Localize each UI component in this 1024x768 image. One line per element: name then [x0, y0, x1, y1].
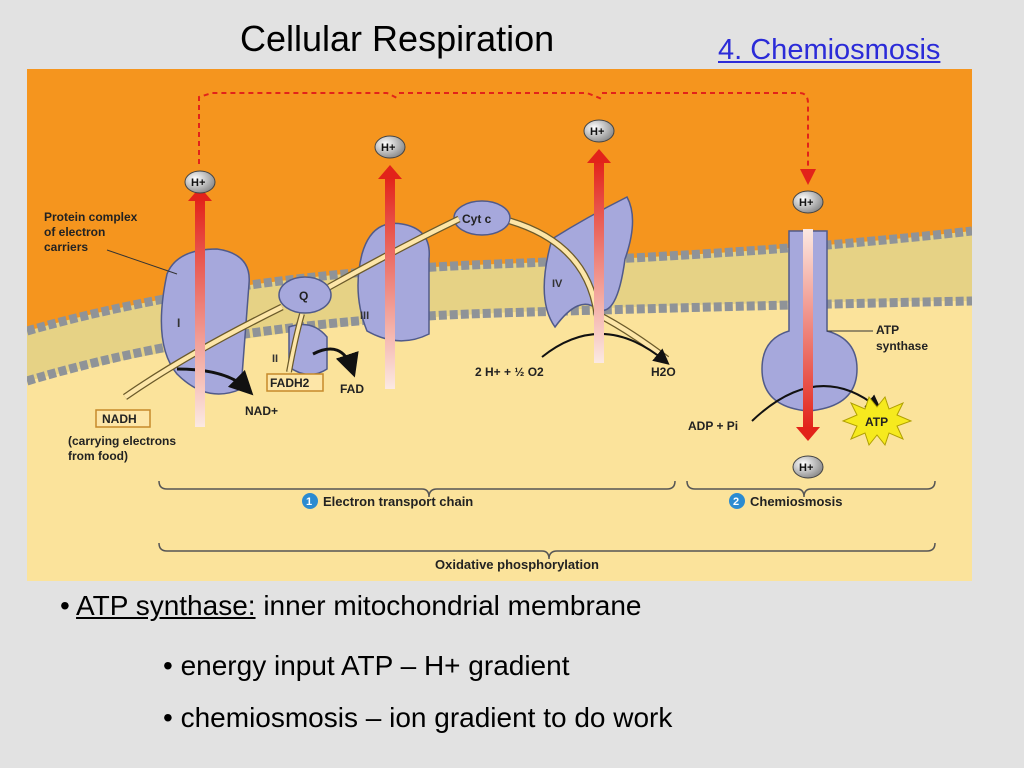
electron-flow-arrow-fadh-inner	[287, 313, 304, 373]
bullet-energy-input-text: energy input ATP – H+ gradient	[180, 650, 570, 681]
protein-complex-leader	[106, 249, 178, 275]
water-reaction-label: 2 H+ + ½ O2	[475, 365, 544, 379]
etc-brace	[158, 480, 676, 498]
bullet-atp-synthase-rest: inner mitochondrial membrane	[263, 590, 642, 621]
proton-path-dashed	[198, 92, 808, 177]
bullet-chemiosmosis-text: chemiosmosis – ion gradient to do work	[180, 702, 673, 733]
atp-synthase-label-2: synthase	[876, 339, 928, 353]
carrying-electrons-label-2: from food)	[68, 449, 128, 463]
proton-pump-arrow-I-head	[188, 187, 212, 201]
etc-step-circle	[302, 493, 318, 509]
water-product-label: H2O	[651, 365, 676, 379]
svg-text:H+: H+	[381, 142, 395, 154]
nadh-label: NADH	[102, 412, 137, 426]
fadh-to-fad-arrow	[312, 347, 359, 378]
proton-return-arrow	[803, 229, 813, 429]
complex-III-label: III	[360, 310, 369, 322]
bullet-energy-input: • energy input ATP – H+ gradient	[163, 650, 570, 681]
h-ion-IV: H+	[583, 119, 615, 143]
proton-pump-arrow-III	[385, 177, 395, 389]
complex-IV-label: IV	[552, 278, 563, 290]
atp-synthase-label-1: ATP	[876, 323, 899, 337]
proton-pump-arrow-IV-head	[587, 149, 611, 163]
electron-transport-diagram: I II III IV Q Cyt c H+ H+ H+	[27, 69, 972, 581]
section-link[interactable]: 4. Chemiosmosis	[718, 34, 941, 66]
slide-title: Cellular Respiration	[240, 18, 555, 59]
fadh2-box	[266, 373, 324, 392]
chemiosmosis-brace	[686, 480, 936, 498]
oxidative-phosphorylation-label: Oxidative phosphorylation	[435, 557, 599, 572]
svg-text:H+: H+	[191, 177, 205, 189]
proton-pump-arrow-IV	[594, 161, 604, 363]
bullet-atp-synthase: • ATP synthase: inner mitochondrial memb…	[60, 590, 642, 621]
bullet-chemiosmosis: • chemiosmosis – ion gradient to do work	[163, 702, 673, 733]
carrying-electrons-label-1: (carrying electrons	[68, 434, 176, 448]
proton-return-arrow-head	[796, 427, 820, 441]
etc-label: Electron transport chain	[323, 494, 473, 509]
nadh-box	[95, 409, 151, 428]
cyt-c-label: Cyt c	[462, 212, 492, 226]
membrane-outer-heads	[27, 226, 972, 336]
chemiosmosis-step-number: 2	[733, 496, 739, 508]
svg-text:H+: H+	[799, 462, 813, 474]
atp-label: ATP	[865, 415, 888, 429]
h-ion-synthase-top: H+	[792, 190, 824, 214]
membrane-inner-heads	[27, 296, 972, 386]
oxidative-brace	[158, 542, 936, 560]
matrix-region	[27, 299, 972, 581]
chemiosmosis-label: Chemiosmosis	[750, 494, 842, 509]
nadh-to-nad-arrow	[176, 367, 254, 396]
h-ion-III: H+	[374, 135, 406, 159]
complex-I-label: I	[177, 316, 180, 330]
complex-II-label: II	[272, 353, 278, 365]
inner-membrane	[27, 231, 972, 381]
fadh2-label: FADH2	[270, 376, 310, 390]
q-label: Q	[299, 289, 308, 303]
protein-complex-label-3: carriers	[44, 240, 88, 254]
bullet-atp-synthase-term: ATP synthase:	[76, 590, 256, 621]
etc-step-number: 1	[306, 496, 312, 508]
proton-pump-arrow-I	[195, 199, 205, 427]
atp-star	[841, 395, 913, 447]
electron-flow-arrow-2-inner	[327, 216, 460, 289]
svg-text:H+: H+	[590, 126, 604, 138]
protein-complex-label-1: Protein complex	[44, 210, 138, 224]
chemiosmosis-step-circle	[729, 493, 745, 509]
fad-label: FAD	[340, 382, 364, 396]
svg-text:H+: H+	[799, 197, 813, 209]
h-ion-synthase-bottom: H+	[792, 455, 824, 479]
nad-plus-label: NAD+	[245, 404, 278, 418]
atp-formation-arrow	[751, 385, 882, 422]
complex-IV	[543, 196, 634, 329]
protein-complex-label-2: of electron	[44, 225, 105, 239]
proton-pump-arrow-III-head	[378, 165, 402, 179]
ubiquinone-q	[278, 276, 332, 314]
adp-pi-label: ADP + Pi	[688, 419, 738, 433]
h-ion-I: H+	[184, 170, 216, 194]
